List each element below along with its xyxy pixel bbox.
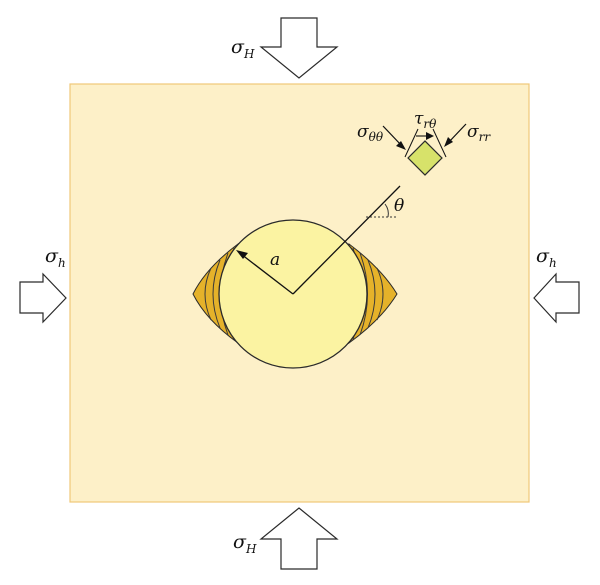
label-sigma-rr: σrr (467, 122, 491, 144)
radius-arrowhead (236, 250, 248, 259)
left-load-arrow (19, 272, 67, 324)
label-sigma-theta-theta: σθθ (357, 122, 384, 144)
hoop-stress-arrowhead (396, 141, 406, 150)
shear-stress-tick-left (404, 128, 419, 158)
label-angle-theta: θ (394, 196, 404, 216)
label-sigma-h-left: σh (45, 245, 66, 270)
label-sigma-h-right: σh (536, 245, 557, 270)
shear-stress-tick-right (432, 128, 447, 158)
top-load-arrow (259, 17, 339, 79)
right-load-arrow (533, 272, 580, 324)
radius-arrow (240, 253, 294, 295)
shear-stress-arrowhead (426, 132, 434, 140)
hoop-stress-arrow (382, 125, 403, 147)
radial-stress-arrow (447, 123, 467, 144)
label-sigma-H-bottom: σH (233, 531, 257, 556)
label-tau-r-theta: τrθ (414, 109, 437, 131)
radial-line (292, 185, 401, 295)
angle-arc (384, 203, 389, 218)
bottom-load-arrow (259, 507, 339, 570)
label-sigma-H-top: σH (231, 36, 255, 61)
radial-stress-arrowhead (444, 137, 453, 147)
label-radius-a: a (270, 250, 280, 270)
stress-element (407, 140, 443, 176)
